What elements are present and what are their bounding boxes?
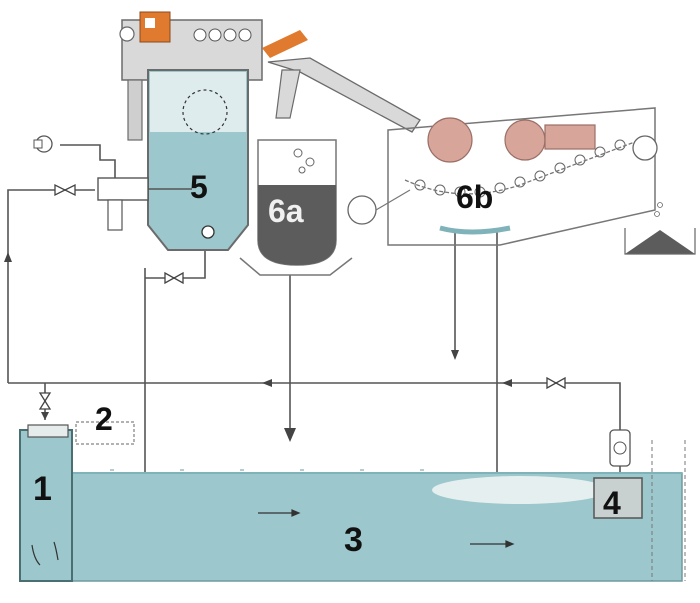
pump-4-motor <box>609 429 631 467</box>
tank-1: 1 <box>19 429 73 582</box>
tank-5-foam <box>150 72 246 132</box>
label-4: 4 <box>603 485 621 521</box>
top-pulley-icon <box>119 26 135 42</box>
container-6a-tray <box>239 257 353 276</box>
pink-roller-1 <box>427 117 473 163</box>
cake-pile <box>624 202 696 255</box>
valve-left <box>54 183 76 197</box>
tank-5-circulation <box>182 89 228 135</box>
tank-1-circulation-arrows <box>31 541 59 566</box>
arrow-tank2-down <box>41 412 49 420</box>
arrow-left-up <box>4 252 12 262</box>
flow-arrows <box>4 252 512 510</box>
tank-5-outlet-icon <box>201 225 215 239</box>
arrow-return-left <box>262 379 272 387</box>
basin-3: 3 <box>71 469 683 582</box>
orange-scraper-arm <box>262 30 308 58</box>
injector <box>97 177 192 231</box>
valve-return <box>546 376 566 390</box>
press-right-pulley <box>632 135 658 161</box>
conveyor-5-to-6b <box>267 57 421 133</box>
arrow-6b-down <box>451 350 459 360</box>
tank-2: 2 <box>27 401 135 445</box>
arrow-return-left-2 <box>502 379 512 387</box>
cake-pile-shape <box>625 230 695 254</box>
valve-drain <box>164 271 184 285</box>
tank-2-body <box>27 424 69 438</box>
label-3: 3 <box>344 521 363 559</box>
blower-icon <box>33 135 53 153</box>
filtrate-tray <box>439 225 511 235</box>
injector-stem <box>107 199 123 231</box>
press-6b: 6b <box>347 107 658 246</box>
label-6a: 6a <box>268 193 304 229</box>
tank-5: 5 <box>119 11 308 251</box>
press-belt <box>404 139 641 195</box>
valve-tank2 <box>38 392 52 410</box>
pump-4-fan-icon <box>613 441 627 455</box>
air-supply-pipe <box>60 144 116 178</box>
press-6b-frame <box>387 107 656 246</box>
pump-4-housing <box>593 477 643 519</box>
top-gears <box>193 28 252 42</box>
tank-5-support <box>127 79 143 141</box>
pink-roller-2 <box>504 119 546 161</box>
container-6a-particles <box>293 148 315 174</box>
label-6b: 6b <box>456 179 493 215</box>
container-6a: 6a <box>239 139 353 276</box>
valves <box>38 183 566 410</box>
right-wall <box>651 440 686 581</box>
pump-4: 4 <box>593 429 643 521</box>
main-return-pipe <box>8 382 621 430</box>
arrow-6a-down <box>284 428 296 442</box>
orange-drive-window <box>145 18 155 28</box>
left-return-pipe <box>7 189 95 383</box>
label-5: 5 <box>190 169 208 205</box>
label-1: 1 <box>33 470 52 508</box>
container-6a-sludge <box>258 185 336 265</box>
sludge-blanket <box>432 476 608 504</box>
press-drive <box>544 124 596 150</box>
injector-body <box>97 177 149 201</box>
label-2: 2 <box>95 401 113 437</box>
press-left-pulley <box>347 195 377 225</box>
basin-flow-arrows <box>258 509 515 548</box>
